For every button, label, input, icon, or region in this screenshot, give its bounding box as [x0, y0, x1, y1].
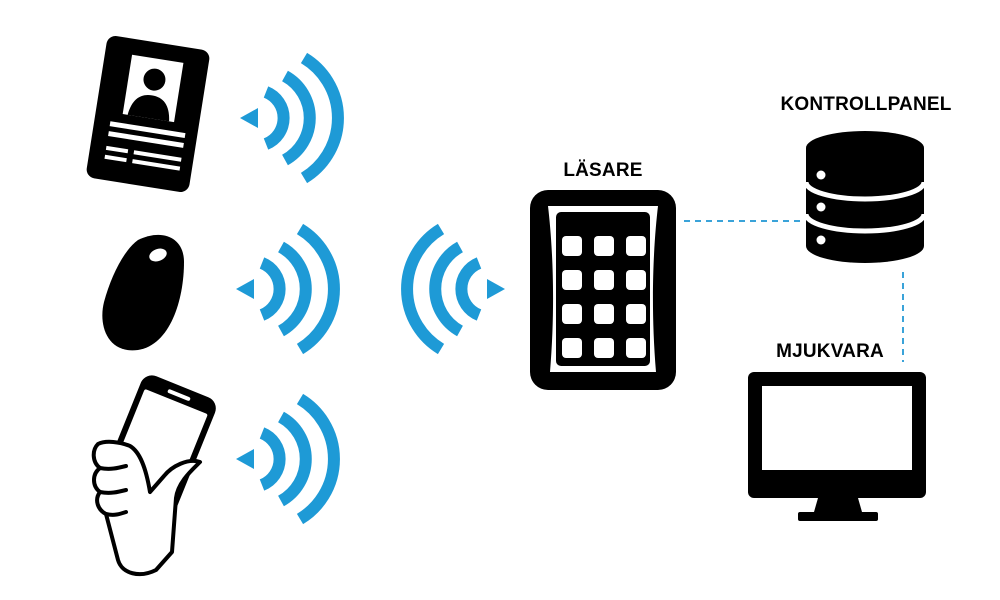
key-fob-icon — [102, 234, 184, 351]
wireless-signal-icon — [401, 223, 505, 355]
reader-label: LÄSARE — [563, 160, 642, 181]
wireless-signal-icon — [240, 52, 344, 184]
control-panel-label: KONTROLLPANEL — [780, 94, 951, 115]
wireless-signal-icon — [236, 223, 340, 355]
phone-in-hand-icon — [91, 375, 216, 577]
software-label: MJUKVARA — [776, 341, 884, 362]
connection-lines — [684, 220, 904, 362]
wireless-signal-icon — [236, 393, 340, 525]
database-server-icon — [803, 131, 927, 263]
computer-monitor-icon — [748, 372, 926, 521]
id-card-icon — [86, 36, 210, 192]
keypad-reader-icon — [530, 190, 676, 390]
